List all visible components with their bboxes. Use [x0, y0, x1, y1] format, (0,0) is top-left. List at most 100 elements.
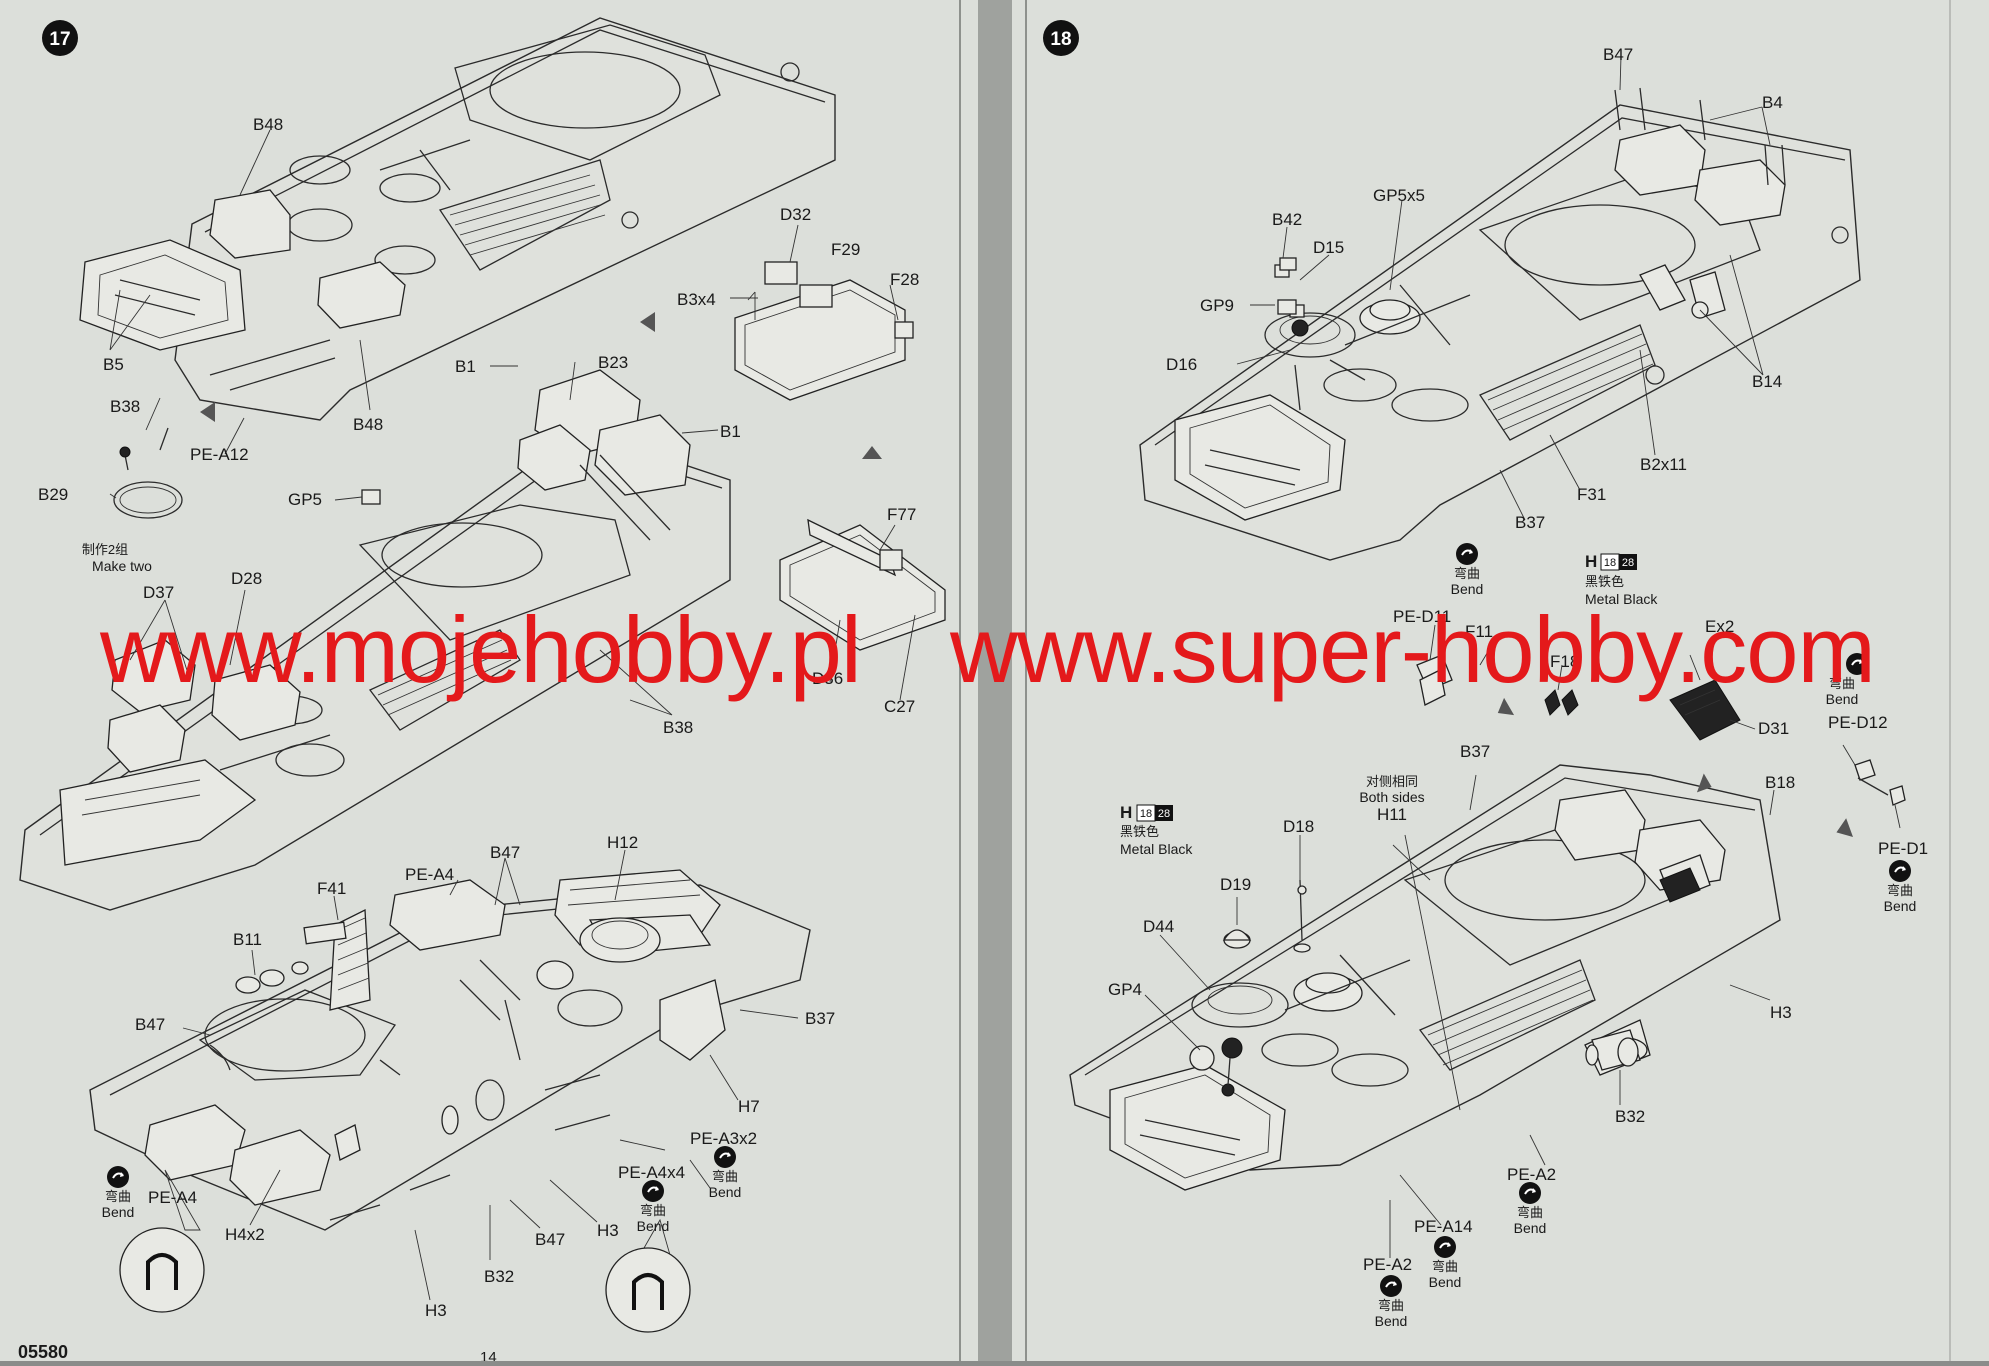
bend-note-pe-a4x4: 弯曲 Bend [637, 1179, 670, 1234]
label-both-sides-cn: 对侧相同 [1366, 774, 1418, 789]
hull-drawing-top-left [79, 17, 836, 421]
label-h3-mid: H3 [597, 1221, 619, 1240]
labels-right-page: B47 B4 B42 D15 GP5x5 GP9 D16 F31 B37 B14… [1108, 45, 1928, 1274]
label-b47: B47 [1603, 45, 1633, 64]
label-c27: C27 [884, 697, 915, 716]
svg-text:弯曲: 弯曲 [640, 1203, 666, 1218]
label-b1-top: B1 [455, 357, 476, 376]
label-b32: B32 [484, 1267, 514, 1286]
hull-drawing-bottom-right [1069, 764, 1781, 1191]
parts-gp5-b42-d15 [1277, 257, 1309, 337]
label-b47-top: B47 [490, 843, 520, 862]
label-d28: D28 [231, 569, 262, 588]
label-gp9: GP9 [1200, 296, 1234, 315]
label-f41: F41 [317, 879, 346, 898]
svg-text:Bend: Bend [637, 1218, 670, 1234]
svg-text:Bend: Bend [1884, 898, 1917, 914]
label-make-two-en: Make two [92, 558, 152, 574]
label-ex2: Ex2 [1705, 617, 1734, 636]
label-b47-left: B47 [135, 1015, 165, 1034]
svg-text:H: H [1120, 803, 1132, 822]
label-b11: B11 [233, 930, 262, 949]
svg-text:弯曲: 弯曲 [1887, 883, 1913, 898]
assembly-arrow [1696, 773, 1712, 793]
label-b4: B4 [1762, 93, 1783, 112]
label-pe-d12: PE-D12 [1828, 713, 1888, 732]
leader-lines-right [1144, 55, 1901, 1258]
svg-text:Bend: Bend [102, 1204, 135, 1220]
label-b47-bottom: B47 [535, 1230, 565, 1249]
label-b29: B29 [38, 485, 68, 504]
label-b14: B14 [1752, 372, 1782, 391]
bend-note-pe-a2-right: 弯曲 Bend [1514, 1181, 1546, 1236]
label-d36: D36 [812, 669, 843, 688]
b29-b38-assembly [113, 427, 183, 519]
svg-text:弯曲: 弯曲 [1517, 1205, 1543, 1220]
label-b23: B23 [598, 353, 628, 372]
label-b48-top: B48 [253, 115, 283, 134]
bend-note-pe-d11: 弯曲 Bend [1451, 542, 1483, 597]
label-b3x4: B3x4 [677, 290, 716, 309]
hull-drawing-bottom-left [89, 869, 811, 1231]
product-code: 05580 [18, 1342, 68, 1361]
bend-note-pe-d12: 弯曲 Bend [1826, 652, 1869, 707]
svg-text:弯曲: 弯曲 [105, 1189, 131, 1204]
small-parts-bottom-left [209, 921, 361, 1161]
label-pe-a2-left: PE-A2 [1363, 1255, 1412, 1274]
label-b18: B18 [1765, 773, 1795, 792]
page-number: 14 [480, 1349, 497, 1361]
label-d32: D32 [780, 205, 811, 224]
svg-text:Bend: Bend [1429, 1274, 1462, 1290]
svg-text:18: 18 [1140, 808, 1152, 820]
svg-text:黑铁色: 黑铁色 [1120, 824, 1159, 839]
svg-text:弯曲: 弯曲 [712, 1169, 738, 1184]
label-h11: H11 [1377, 805, 1407, 824]
bend-note-pe-d1: 弯曲 Bend [1884, 859, 1917, 914]
parts-d18-d19-d44-gp4 [1189, 879, 1311, 1097]
label-b37-mid: B37 [1460, 742, 1490, 761]
label-pe-a4-top: PE-A4 [405, 865, 454, 884]
label-b38-mid: B38 [663, 718, 693, 737]
label-f29: F29 [831, 240, 860, 259]
label-h12: H12 [607, 833, 638, 852]
step-badge-right: 18 [1043, 20, 1079, 56]
label-h7: H7 [738, 1097, 760, 1116]
assembly-arrow [200, 402, 215, 422]
step-number-right: 18 [1050, 29, 1071, 50]
label-d31: D31 [1758, 719, 1789, 738]
label-h4x2: H4x2 [225, 1225, 265, 1244]
bend-note-pe-a14: 弯曲 Bend [1429, 1235, 1462, 1290]
svg-text:28: 28 [1158, 808, 1170, 820]
label-f28: F28 [890, 270, 919, 289]
svg-text:弯曲: 弯曲 [1432, 1259, 1458, 1274]
svg-text:Metal Black: Metal Black [1585, 591, 1658, 607]
label-h3: H3 [1770, 1003, 1792, 1022]
label-gp5x5: GP5x5 [1373, 186, 1425, 205]
label-b42: B42 [1272, 210, 1302, 229]
label-b5: B5 [103, 355, 124, 374]
bend-note-pe-a4: 弯曲 Bend [102, 1165, 135, 1220]
label-pe-a2-right: PE-A2 [1507, 1165, 1556, 1184]
label-b32: B32 [1615, 1107, 1645, 1126]
paint-callout-bottom: H 18 28 黑铁色 Metal Black [1120, 803, 1193, 857]
svg-text:28: 28 [1622, 557, 1634, 569]
part-b32-exhaust [1585, 1029, 1641, 1071]
hull-drawing-top-right [1139, 87, 1861, 561]
label-pe-a12: PE-A12 [190, 445, 249, 464]
label-f18: F18 [1550, 652, 1579, 671]
bend-note-pe-a3x2: 弯曲 Bend [709, 1145, 741, 1200]
label-pe-d11: PE-D11 [1393, 607, 1451, 626]
pe-a4-callout-left [119, 1169, 205, 1313]
parts-f77-d36-c27 [779, 518, 946, 651]
label-pe-a4x4: PE-A4x4 [618, 1163, 685, 1182]
svg-text:黑铁色: 黑铁色 [1585, 574, 1624, 589]
parts-d32-f29-f28 [734, 261, 914, 401]
pe-a4x4-callout [605, 1218, 691, 1333]
label-b37: B37 [805, 1009, 835, 1028]
label-pe-a3x2: PE-A3x2 [690, 1129, 757, 1148]
label-f11: F11 [1465, 622, 1493, 641]
svg-text:Bend: Bend [1375, 1313, 1408, 1329]
label-b37-top: B37 [1515, 513, 1545, 532]
parts-pe-d11-f18-d31 [1416, 654, 1906, 806]
